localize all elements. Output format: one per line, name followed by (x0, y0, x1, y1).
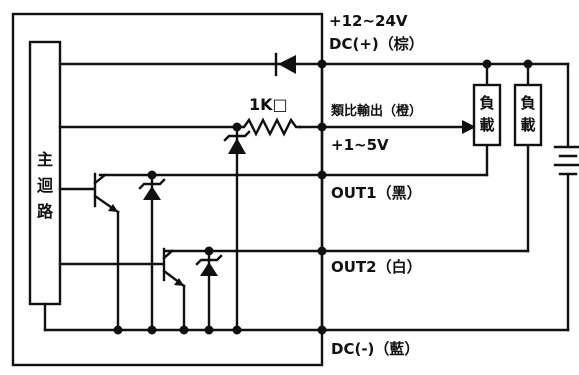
z2-bar (195, 254, 223, 266)
diode-dc-plus (278, 55, 296, 74)
analog-node (317, 122, 327, 132)
q2-emitter-arrow (174, 278, 184, 286)
ground-node-z2 (204, 325, 214, 335)
main-circuit-char-2: 迴 (36, 176, 54, 195)
ground-node-q1 (113, 325, 123, 335)
ground-node-terminal (317, 325, 327, 335)
q1-collector (93, 173, 107, 185)
ground-node-q2 (179, 325, 189, 335)
dc-plus-node (317, 59, 327, 69)
analog-arrow (462, 120, 476, 134)
dc-minus-label: DC(-)（藍） (331, 340, 419, 358)
dc-plus-label: DC(+)（棕） (329, 35, 424, 53)
out1-node (317, 170, 327, 180)
ground-node-analog (232, 325, 242, 335)
supply-voltage-label: +12~24V (329, 12, 408, 30)
resistor-1k (235, 117, 302, 137)
main-circuit-char-3: 路 (37, 202, 54, 221)
analog-output-label: 類比輸出（橙） (330, 103, 422, 119)
load-2 (513, 83, 543, 147)
q1-emitter-arrow (108, 204, 118, 212)
z1-diode (143, 186, 161, 200)
load-2-char-1: 負 (520, 94, 535, 112)
load-1-char-2: 載 (479, 116, 494, 134)
z2-diode (200, 262, 218, 276)
analog-zener-bar (223, 130, 251, 142)
out2-label: OUT2（白） (331, 258, 422, 276)
z1-bar (138, 178, 166, 190)
out2-node (317, 246, 327, 256)
analog-range-label: +1~5V (331, 136, 389, 154)
out1-label: OUT1（黑） (331, 184, 422, 202)
ground-node-z1 (147, 325, 157, 335)
resistor-label: 1K□ (249, 95, 288, 114)
load-1-char-1: 負 (479, 94, 494, 112)
q2-collector (162, 249, 174, 260)
analog-zener-diode (228, 138, 246, 154)
load-2-char-2: 載 (520, 116, 535, 134)
main-circuit-char-1: 主 (37, 150, 53, 169)
load-1 (472, 83, 502, 147)
main-circuit-block (28, 40, 62, 306)
